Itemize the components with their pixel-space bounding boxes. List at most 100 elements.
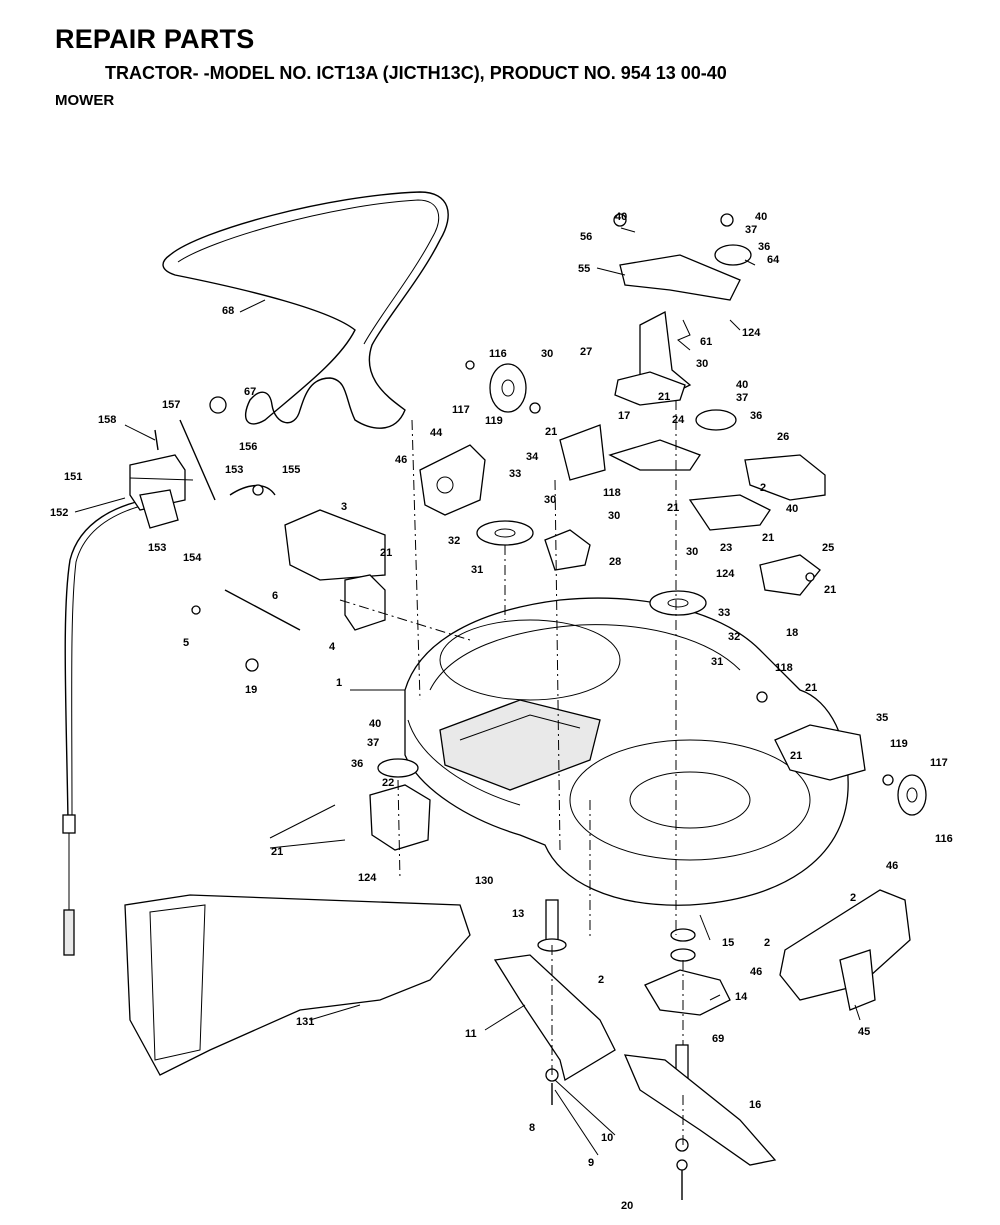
callout-130: 130 (475, 875, 493, 887)
control-cable (62, 499, 149, 956)
callout-45: 45 (858, 1026, 870, 1038)
callout-35: 35 (876, 712, 888, 724)
right-bracket-pulley (774, 724, 927, 816)
callout-69: 69 (712, 1033, 724, 1045)
callout-154: 154 (183, 552, 202, 564)
callout-124c: 124 (358, 872, 377, 884)
section-label: MOWER (55, 92, 115, 109)
callout-153b: 153 (148, 542, 166, 554)
callout-152: 152 (50, 507, 68, 519)
callout-labels: 40 56 40 37 36 64 55 68 124 61 116 30 27… (50, 211, 953, 1212)
callout-30b: 30 (696, 358, 708, 370)
left-idler-bracket (369, 758, 431, 851)
callout-32a: 32 (448, 535, 460, 547)
model-subtitle: TRACTOR- -MODEL NO. ICT13A (JICTH13C), P… (105, 63, 727, 83)
idler-bracket (419, 444, 486, 516)
callout-2c: 2 (764, 937, 770, 949)
drive-belt (162, 191, 449, 429)
callout-33a: 33 (509, 468, 521, 480)
callout-40e: 40 (369, 718, 381, 730)
callout-32b: 32 (728, 631, 740, 643)
callout-23: 23 (720, 542, 732, 554)
callout-33b: 33 (718, 607, 730, 619)
callout-24: 24 (672, 414, 685, 426)
spindle-assemblies (537, 899, 731, 1097)
belt-shield-bracket (224, 509, 386, 631)
callout-17: 17 (618, 410, 630, 422)
callout-13: 13 (512, 908, 524, 920)
callout-156: 156 (239, 441, 257, 453)
callout-21d: 21 (762, 532, 774, 544)
callout-25: 25 (822, 542, 834, 554)
callout-20: 20 (621, 1200, 633, 1212)
callout-124a: 124 (742, 327, 761, 339)
upper-idler-arm (614, 244, 752, 406)
callout-18: 18 (786, 627, 798, 639)
callout-11: 11 (465, 1028, 477, 1040)
callout-21f: 21 (824, 584, 836, 596)
callout-30d: 30 (608, 510, 620, 522)
callout-56: 56 (580, 231, 592, 243)
callout-9: 9 (588, 1157, 594, 1169)
callout-26: 26 (777, 431, 789, 443)
callout-27: 27 (580, 346, 592, 358)
callout-153a: 153 (225, 464, 243, 476)
callout-40a: 40 (615, 211, 627, 223)
assembly-lines (339, 400, 684, 1145)
callout-36c: 36 (351, 758, 363, 770)
callout-16: 16 (749, 1099, 761, 1111)
callout-30e: 30 (686, 546, 698, 558)
callout-68: 68 (222, 305, 234, 317)
callout-30a: 30 (541, 348, 553, 360)
callout-5: 5 (183, 637, 189, 649)
mower-deck-housing (404, 597, 849, 906)
mower-blades (493, 954, 777, 1166)
callout-37a: 37 (745, 224, 757, 236)
callout-3: 3 (341, 501, 347, 513)
callout-158: 158 (98, 414, 116, 426)
callout-40d: 40 (786, 503, 798, 515)
discharge-chute (124, 894, 471, 1076)
callout-155: 155 (282, 464, 300, 476)
right-baffle (779, 889, 911, 1011)
callout-31a: 31 (471, 564, 483, 576)
callout-37b: 37 (736, 392, 748, 404)
callout-28: 28 (609, 556, 621, 568)
callout-67: 67 (244, 386, 256, 398)
callout-36b: 36 (750, 410, 762, 422)
callout-116a: 116 (489, 348, 507, 360)
callout-21h: 21 (790, 750, 802, 762)
callout-19: 19 (245, 684, 257, 696)
callout-2b: 2 (850, 892, 856, 904)
callout-116b: 116 (935, 833, 953, 845)
callout-37c: 37 (367, 737, 379, 749)
callout-117b: 117 (930, 757, 948, 769)
callout-21c: 21 (667, 502, 679, 514)
callout-124b: 124 (716, 568, 735, 580)
callout-21a: 21 (658, 391, 670, 403)
callout-36a: 36 (758, 241, 770, 253)
page-title: REPAIR PARTS (55, 24, 255, 54)
lift-bracket-assembly (129, 396, 276, 529)
callout-2d: 2 (598, 974, 604, 986)
callout-15: 15 (722, 937, 734, 949)
callout-30c: 30 (544, 494, 556, 506)
callout-21i: 21 (271, 846, 283, 858)
callout-34: 34 (526, 451, 539, 463)
callout-64: 64 (767, 254, 780, 266)
spindle-pulley-left (476, 520, 534, 546)
callout-151: 151 (64, 471, 82, 483)
callout-46b: 46 (886, 860, 898, 872)
callout-119b: 119 (890, 738, 908, 750)
callout-131: 131 (296, 1016, 314, 1028)
callout-55: 55 (578, 263, 590, 275)
callout-61: 61 (700, 336, 712, 348)
callout-44: 44 (430, 427, 443, 439)
callout-4: 4 (329, 641, 336, 653)
callout-40c: 40 (736, 379, 748, 391)
callout-8: 8 (529, 1122, 535, 1134)
callout-10: 10 (601, 1132, 613, 1144)
callout-46c: 46 (750, 966, 762, 978)
callout-40b: 40 (755, 211, 767, 223)
callout-21e: 21 (380, 547, 392, 559)
